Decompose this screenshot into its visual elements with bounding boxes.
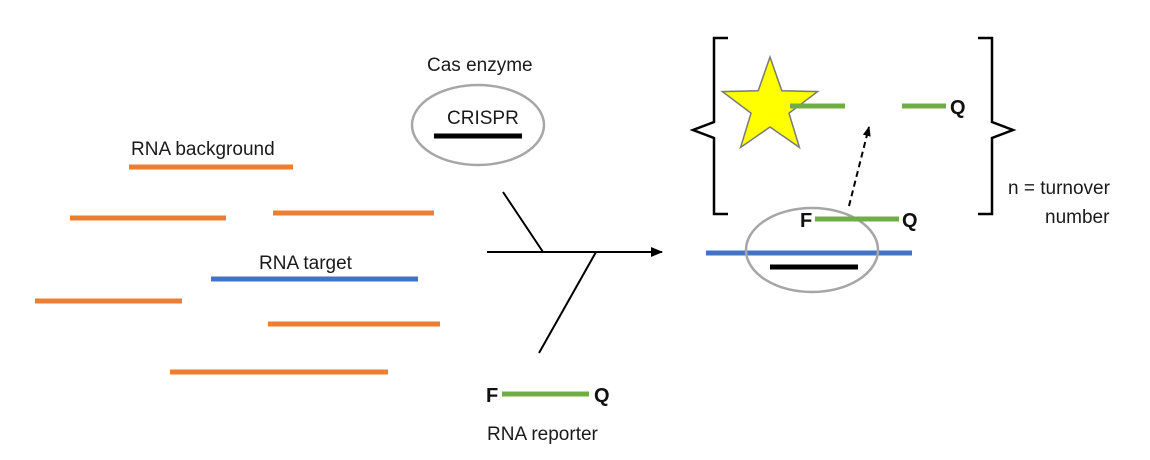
turnover-label-line2: number xyxy=(1045,207,1110,228)
reporter-quencher-label: Q xyxy=(594,385,610,407)
cas-enzyme-label: Cas enzyme xyxy=(427,55,533,76)
bound-fluorophore-label: F xyxy=(800,210,812,232)
star-icon xyxy=(720,54,820,150)
bound-cas-enzyme-ellipse xyxy=(744,206,880,294)
cleaved-quencher-label: Q xyxy=(950,97,966,119)
rna-background-label: RNA background xyxy=(131,139,275,160)
bound-quencher-label: Q xyxy=(902,210,918,232)
rna-reporter-label: RNA reporter xyxy=(487,424,599,445)
cas-enzyme-ellipse xyxy=(410,83,546,167)
reporter-fluorophore-label: F xyxy=(486,385,498,407)
crispr-label: CRISPR xyxy=(447,108,519,129)
right-bracket xyxy=(978,36,1017,216)
enzyme-input-branch xyxy=(502,191,544,253)
cleavage-arrow xyxy=(848,126,871,207)
left-bracket xyxy=(689,36,728,216)
rna-target-label: RNA target xyxy=(259,253,353,274)
reporter-input-branch xyxy=(538,251,597,354)
turnover-label-line1: n = turnover xyxy=(1008,178,1111,199)
